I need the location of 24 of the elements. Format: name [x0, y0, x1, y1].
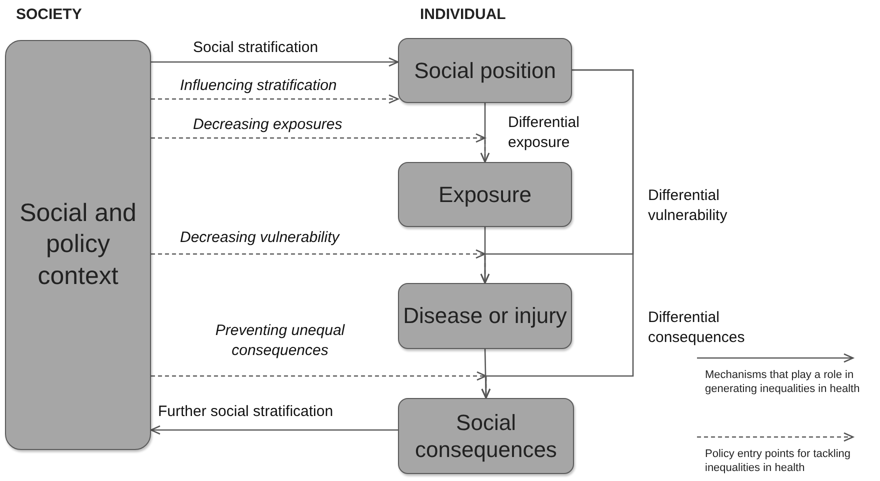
context-box	[5, 40, 151, 450]
process-box	[398, 398, 574, 474]
legend-text: Policy entry points for tackling inequalities in health	[705, 447, 852, 476]
legend-text: Mechanisms that play a role in generating inequalities in health	[705, 368, 861, 397]
process-box	[398, 283, 572, 349]
edge-label: Decreasing vulnerability	[180, 228, 340, 248]
arrow	[481, 348, 490, 399]
column-heading: INDIVIDUAL	[420, 6, 506, 23]
column-heading: SOCIETY	[16, 6, 82, 23]
node-text: Disease or injury	[403, 302, 567, 330]
process-box	[398, 162, 572, 227]
process-box	[398, 38, 572, 103]
node-text: Social consequences	[414, 408, 558, 464]
edge-label: Decreasing exposures	[193, 115, 342, 134]
dashed-arrow	[151, 371, 491, 398]
node-text: Exposure	[438, 180, 532, 208]
dashed-arrow	[151, 94, 399, 104]
arrow	[480, 227, 490, 284]
arrow	[480, 103, 490, 163]
arrow	[150, 425, 398, 435]
arrow	[151, 57, 399, 67]
node-text: Social position	[414, 56, 556, 84]
edge-label: Influencing stratification	[180, 76, 337, 96]
node-text: Social and policy context	[18, 198, 138, 292]
